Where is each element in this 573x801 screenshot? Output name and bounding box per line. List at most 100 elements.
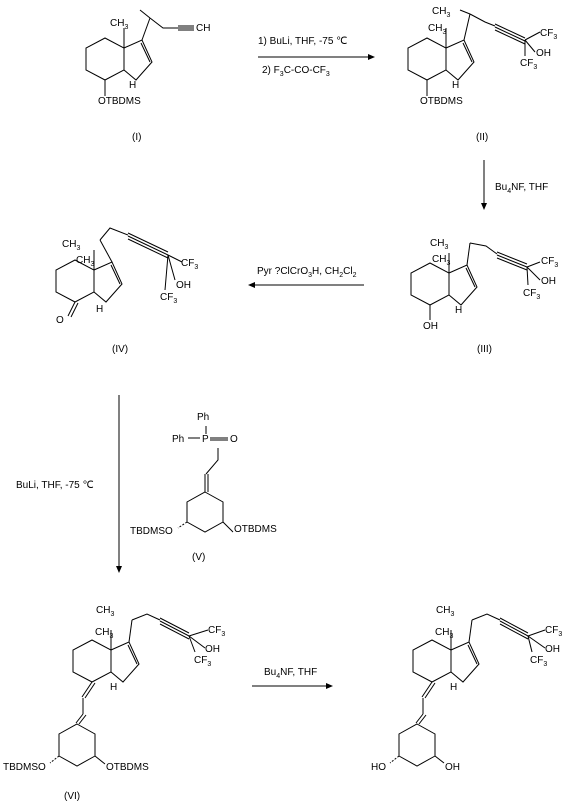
compound-IV-five-ring (93, 261, 123, 303)
compound-III-ring-methyl-label: CH3 (432, 254, 450, 267)
compound-V-id: (V) (192, 552, 205, 563)
compound-VI-vinyl-2b (78, 714, 87, 725)
compound-VI-tbdmso-label: TBDMSO (3, 762, 46, 773)
compound-VI-oh-label: OH (205, 644, 220, 655)
compound-II-double-bond (462, 42, 473, 63)
compound-III-triple-3 (496, 257, 528, 271)
compound-VI-left-hash (49, 755, 60, 764)
compound-final-five-ring (450, 641, 480, 683)
compound-II-five-ring (445, 39, 475, 81)
compound-VI-six-ring (72, 639, 112, 683)
compound-III-oh-ring-label: OH (423, 321, 438, 332)
step1-reagent-line2: 2) F3C-CO-CF3 (262, 65, 330, 78)
compound-II-oh-label: OH (536, 48, 551, 59)
compound-final-side-chain-bond (468, 619, 473, 643)
compound-VI-triple-1 (159, 617, 190, 634)
arrow-step1-head (368, 54, 375, 60)
compound-III: CH3 CH3 H CF3 OH CF3 OH (III) (410, 238, 558, 355)
compound-IV: CH3 CH3 H CF3 OH CF3 O (IV) (55, 227, 198, 355)
compound-III-five-ring (448, 264, 478, 306)
compound-final-triple-1 (499, 617, 529, 634)
compound-III-side-chain-bond (466, 242, 471, 266)
compound-IV-ring-methyl-label: CH3 (76, 255, 94, 268)
compound-VI-side-chain-bond (128, 619, 133, 643)
compound-VI-exo-1 (81, 681, 93, 698)
compound-I-otbdms-label: OTBDMS (98, 96, 141, 107)
compound-VI-cf3-top-bond (188, 629, 209, 637)
arrow-step2-head (481, 203, 487, 210)
compound-I-six-ring (85, 37, 125, 81)
compound-final-left-hash (389, 755, 400, 764)
compound-VI-vinyl-2a (75, 713, 84, 724)
compound-final-triple-2 (499, 620, 529, 637)
arrow-step3: Pyr ?ClCrO3H, CH2Cl2 (248, 266, 364, 288)
compound-IV-cf3-top-bond (167, 254, 183, 263)
compound-V-tbdmso-label: TBDMSO (130, 526, 173, 537)
arrow-step1: 1) BuLi, THF, -75 ℃ 2) F3C-CO-CF3 (258, 36, 375, 78)
compound-IV-methyl-label: CH3 (62, 239, 80, 252)
compound-final-a-ring (398, 723, 436, 767)
compound-III-id: (III) (477, 344, 492, 355)
compound-VI-five-ring (110, 641, 140, 683)
compound-IV-oh-label: OH (176, 280, 191, 291)
compound-VI-right-wedge (94, 755, 106, 765)
compound-III-h-label: H (455, 305, 462, 316)
compound-final-right-wedge (434, 755, 445, 764)
compound-IV-side-chain-bond (99, 239, 113, 263)
compound-V-left-hash (177, 521, 188, 529)
compound-IV-carbonyl-bond-2 (70, 302, 79, 318)
compound-VI-chain (131, 613, 161, 621)
step4-reagent: BuLi, THF, -75 ℃ (16, 480, 94, 491)
arrow-step4-head (116, 566, 122, 573)
compound-V-ph-left: Ph (172, 434, 184, 445)
compound-III-oh-label: OH (541, 276, 556, 287)
compound-VI-cf3-bottom: CF3 (194, 655, 211, 668)
compound-III-double-bond (465, 267, 476, 288)
compound-I-chain (149, 17, 178, 29)
arrow-step5: Bu4NF, THF (252, 667, 333, 689)
compound-VI-methyl-label: CH3 (96, 605, 114, 618)
compound-V-otbdms-label: OTBDMS (234, 524, 277, 535)
compound-II-oh-bond (524, 39, 536, 53)
compound-V-right-wedge (222, 521, 234, 533)
compound-final-exo-2 (424, 682, 436, 699)
compound-III-six-ring (410, 262, 450, 306)
compound-V-ring (186, 491, 224, 533)
compound-V: Ph Ph P O TBDMSO OTBDMS (V) (130, 412, 277, 563)
compound-final-cf3-top-bond (527, 629, 546, 637)
compound-IV-chain (99, 227, 129, 241)
compound-final-ho-label: HO (371, 762, 386, 773)
compound-final-methyl-label: CH3 (436, 605, 454, 618)
compound-III-cf3-top: CF3 (541, 256, 558, 269)
compound-final-cf3-bottom-bond (527, 635, 533, 653)
compound-final-triple-3 (499, 623, 529, 640)
compound-III-triple-1 (496, 251, 528, 265)
compound-II-side-methyl (459, 9, 471, 15)
compound-I-h-label: H (129, 80, 136, 91)
compound-VI-a-ring (58, 723, 96, 767)
compound-IV-double-bond (110, 264, 121, 285)
compound-IV-triple-2 (127, 235, 169, 256)
compound-II-cf3-top-bond (524, 31, 541, 41)
compound-III-triple-2 (496, 254, 528, 268)
compound-III-oh-bond (526, 266, 541, 281)
compound-V-o-label: O (230, 434, 238, 445)
compound-VI-h-label: H (110, 682, 117, 693)
compound-IV-h-label: H (96, 304, 103, 315)
compound-II-methyl-label: CH3 (432, 6, 450, 19)
compound-III-cf3-top-bond (526, 261, 541, 268)
compound-final-cf3-top: CF3 (545, 625, 562, 638)
compound-II-cf3-bottom: CF3 (520, 58, 537, 71)
compound-II-triple-3 (494, 29, 526, 45)
compound-VI-otbdms-label: OTBDMS (106, 762, 149, 773)
compound-final-chain (471, 613, 501, 621)
compound-final-vinyl-2b (418, 714, 427, 725)
arrow-step5-head (326, 683, 333, 689)
compound-final-oh-label: OH (545, 644, 560, 655)
compound-IV-six-ring (55, 259, 95, 303)
compound-VI-ring-methyl-label: CH3 (95, 627, 113, 640)
compound-IV-cf3-top: CF3 (181, 258, 198, 271)
compound-final-cf3-bottom: CF3 (530, 655, 547, 668)
compound-final-oh-bond (527, 635, 546, 649)
